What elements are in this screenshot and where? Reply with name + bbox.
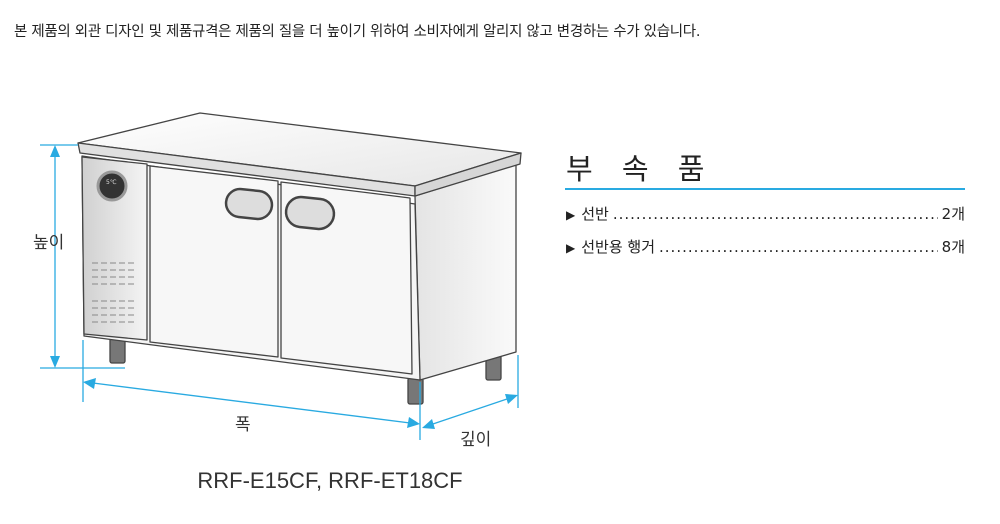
height-label: 높이 xyxy=(33,233,65,253)
model-name: RRF-E15CF, RRF-ET18CF xyxy=(197,468,463,493)
triangle-bullet-icon: ▶ xyxy=(566,208,576,222)
accessory-name: 선반 xyxy=(581,205,609,223)
svg-text:5℃: 5℃ xyxy=(106,179,117,186)
vent-grille xyxy=(92,262,134,323)
arrow-head xyxy=(50,145,60,157)
dot-leader xyxy=(659,238,938,256)
door-handle xyxy=(284,195,336,231)
arrow-head xyxy=(505,394,518,404)
side-panel xyxy=(414,163,517,381)
arrow-head xyxy=(407,417,420,428)
arrow-head xyxy=(83,378,96,389)
disclaimer-notice: 본 제품의 외관 디자인 및 제품규격은 제품의 질을 더 높이기 위하여 소비… xyxy=(14,24,701,40)
accessory-qty: 8개 xyxy=(941,238,965,256)
door-right xyxy=(280,181,413,375)
accessories-list: ▶ 선반 2개 ▶ 선반용 행거 8개 xyxy=(566,203,965,269)
accessories-divider xyxy=(565,188,965,190)
door-handle xyxy=(224,187,274,221)
arrow-head xyxy=(50,356,60,368)
accessory-item: ▶ 선반용 행거 8개 xyxy=(566,236,965,269)
arrow-head xyxy=(422,419,435,429)
accessories-title: 부 속 품 xyxy=(566,152,715,186)
control-panel xyxy=(81,156,148,341)
dot-leader xyxy=(613,205,938,223)
depth-label: 깊이 xyxy=(460,430,492,450)
depth-dimension-line xyxy=(423,395,517,428)
top-edge-side xyxy=(414,152,522,197)
temperature-display xyxy=(96,170,128,202)
accessory-qty: 2개 xyxy=(941,205,965,223)
width-label: 폭 xyxy=(235,415,251,435)
width-dimension-line xyxy=(84,381,419,425)
triangle-bullet-icon: ▶ xyxy=(566,241,576,255)
accessory-name: 선반용 행거 xyxy=(581,238,656,256)
accessory-item: ▶ 선반 2개 xyxy=(566,203,965,236)
